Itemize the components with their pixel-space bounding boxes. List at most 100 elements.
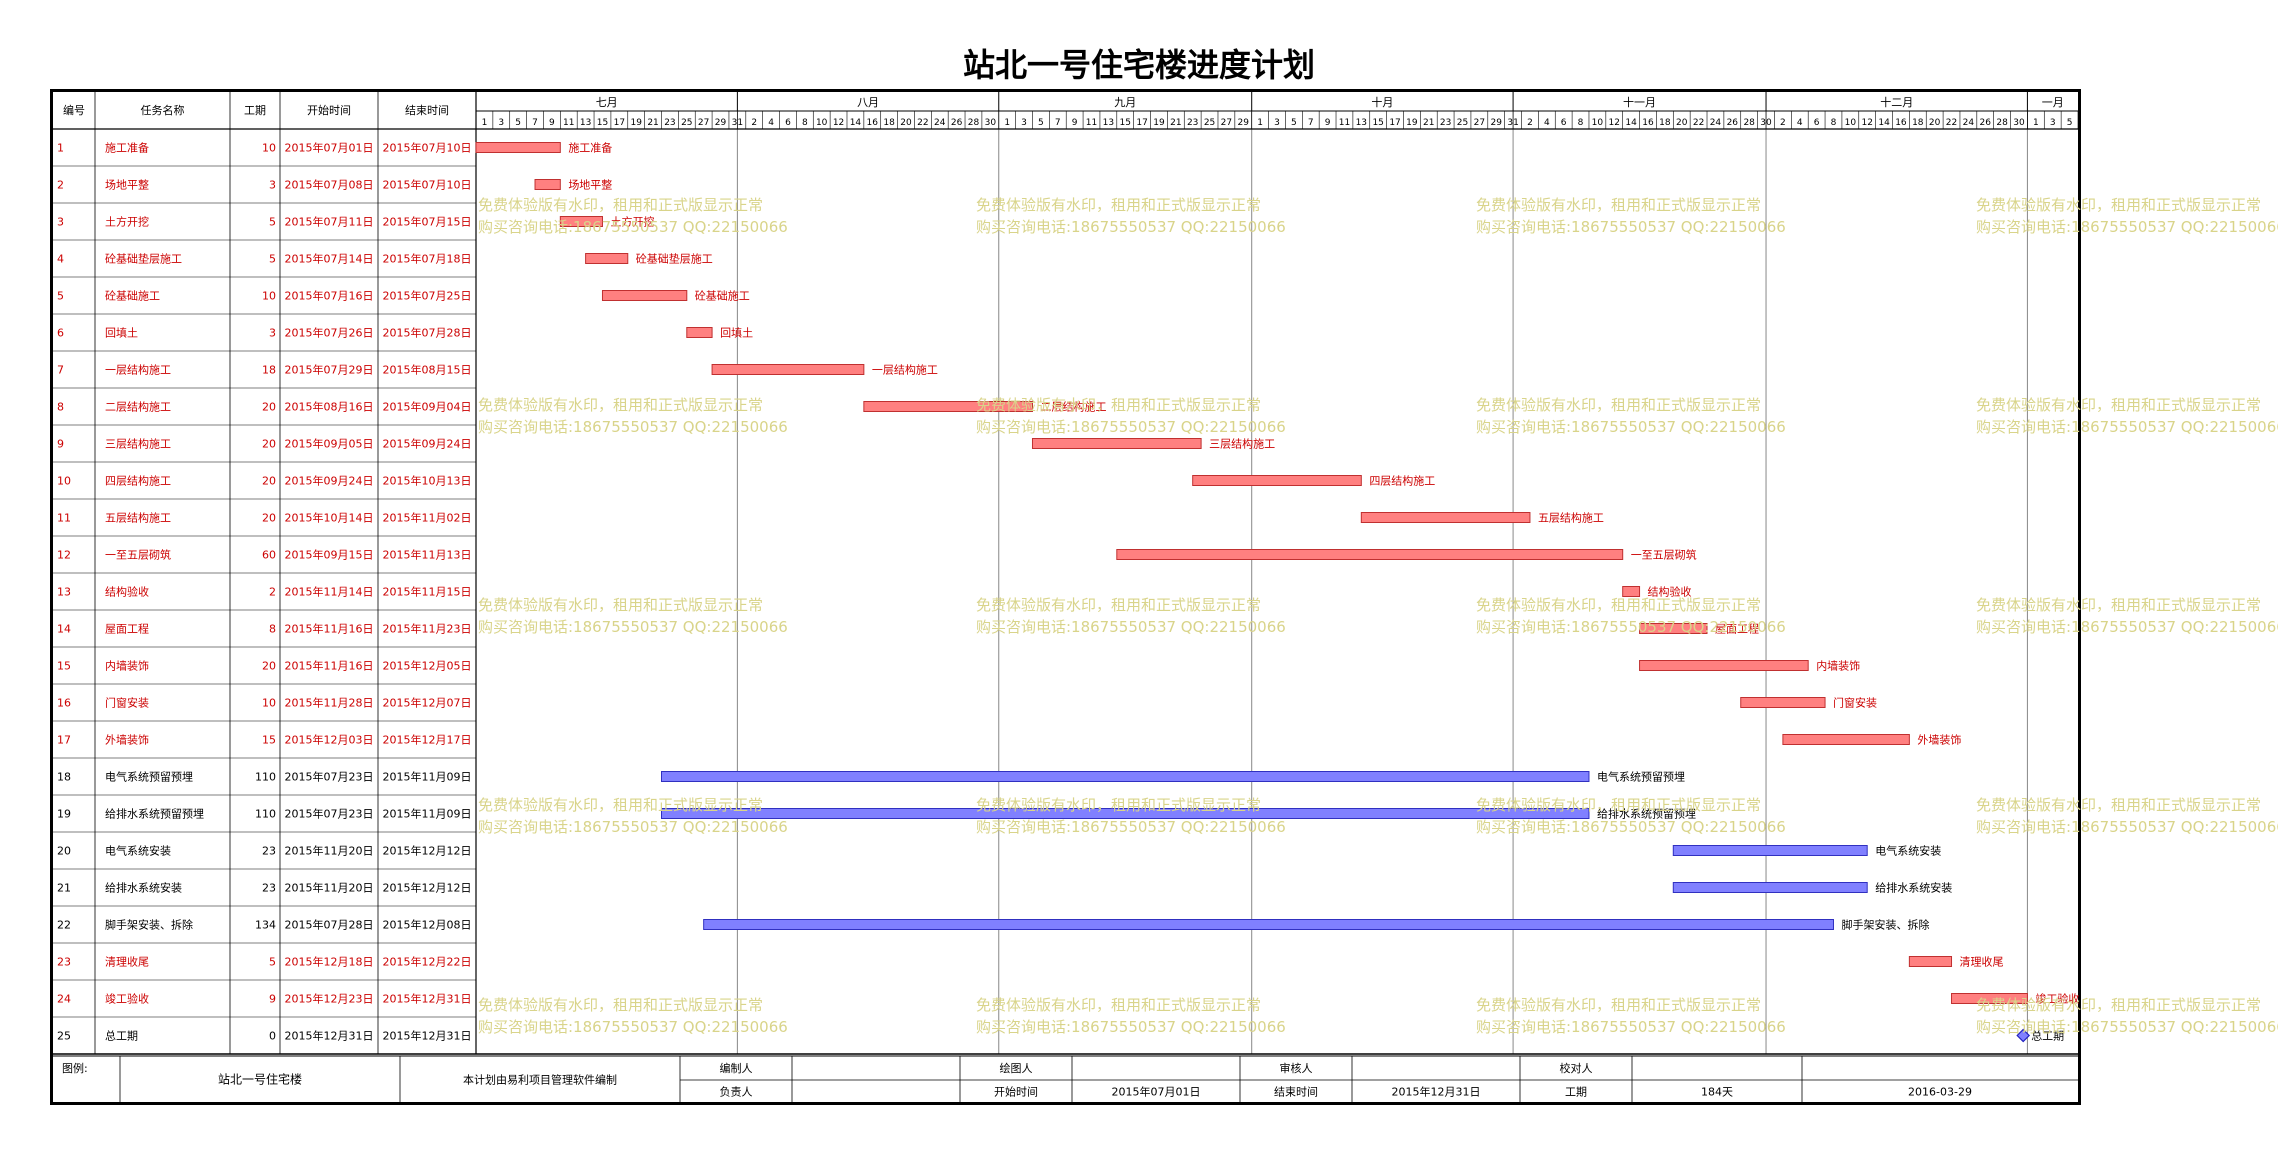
day-label: 18 <box>883 118 895 128</box>
task-id: 17 <box>57 734 71 747</box>
task-start: 2015年07月16日 <box>285 289 374 303</box>
day-label: 14 <box>1625 118 1637 128</box>
task-id: 25 <box>57 1030 71 1043</box>
day-label: 10 <box>816 118 828 128</box>
task-name: 屋面工程 <box>105 623 149 636</box>
day-label: 5 <box>515 118 521 128</box>
day-label: 20 <box>1676 118 1688 128</box>
bar-label: 一层结构施工 <box>872 363 938 377</box>
gantt-bar <box>660 808 1590 819</box>
task-duration: 20 <box>262 438 276 451</box>
task-name: 三层结构施工 <box>105 437 171 451</box>
month-label: 八月 <box>857 96 879 109</box>
task-id: 10 <box>57 475 71 488</box>
footer-cell: 结束时间 <box>1274 1086 1318 1099</box>
day-label: 29 <box>1238 118 1250 128</box>
watermark-text: 免费体验版有水印，租用和正式版显示正常 <box>478 396 763 414</box>
day-label: 2 <box>1780 118 1786 128</box>
month-label: 十月 <box>1371 95 1393 109</box>
day-label: 28 <box>1743 118 1755 128</box>
task-id: 7 <box>57 364 64 377</box>
day-label: 16 <box>867 118 879 128</box>
day-label: 3 <box>1021 118 1027 128</box>
task-start: 2015年12月23日 <box>285 992 374 1006</box>
watermark-text: 免费体验版有水印，租用和正式版显示正常 <box>976 596 1261 614</box>
watermark-text: 购买咨询电话:18675550537 QQ:22150066 <box>1976 218 2278 236</box>
day-label: 15 <box>597 118 608 128</box>
task-end: 2015年07月15日 <box>383 215 472 229</box>
watermark-text: 购买咨询电话:18675550537 QQ:22150066 <box>976 818 1286 836</box>
watermark-text: 免费体验版有水印，租用和正式版显示正常 <box>976 796 1261 814</box>
day-label: 8 <box>1831 118 1837 128</box>
task-end: 2015年11月02日 <box>383 511 472 525</box>
gantt-bar <box>475 142 561 153</box>
task-id: 23 <box>57 956 71 969</box>
bar-label: 砼基础施工 <box>695 290 750 303</box>
gantt-bar <box>1639 660 1809 671</box>
task-name: 清理收尾 <box>105 955 149 969</box>
day-label: 26 <box>1727 118 1739 128</box>
task-duration: 23 <box>262 845 276 858</box>
gantt-bar <box>1360 512 1531 523</box>
watermark-text: 免费体验版有水印，租用和正式版显示正常 <box>1476 596 1761 614</box>
task-duration: 9 <box>269 993 276 1006</box>
task-start: 2015年09月05日 <box>285 437 374 451</box>
gantt-bar <box>660 771 1590 782</box>
day-label: 22 <box>917 118 928 128</box>
task-start: 2015年11月14日 <box>285 585 374 599</box>
watermark-text: 购买咨询电话:18675550537 QQ:22150066 <box>1476 418 1786 436</box>
task-end: 2015年12月05日 <box>383 659 472 673</box>
day-label: 7 <box>1308 118 1314 128</box>
watermark-text: 免费体验版有水印，租用和正式版显示正常 <box>478 996 763 1014</box>
software-note: 本计划由易利项目管理软件编制 <box>463 1073 617 1087</box>
task-name: 场地平整 <box>105 178 149 192</box>
task-id: 22 <box>57 919 71 932</box>
watermark-text: 免费体验版有水印，租用和正式版显示正常 <box>478 196 763 214</box>
column-header: 工期 <box>244 104 266 117</box>
watermark-text: 免费体验版有水印，租用和正式版显示正常 <box>1976 596 2261 614</box>
gantt-bar <box>686 327 713 338</box>
task-duration: 20 <box>262 512 276 525</box>
bar-label: 竣工验收 <box>2035 992 2079 1006</box>
task-name: 电气系统安装 <box>105 844 171 858</box>
footer-cell: 工期 <box>1565 1086 1587 1099</box>
watermark-text: 购买咨询电话:18675550537 QQ:22150066 <box>478 218 788 236</box>
bar-label: 电气系统预留预埋 <box>1597 770 1685 784</box>
day-label: 15 <box>1372 118 1383 128</box>
day-label: 10 <box>1845 118 1857 128</box>
day-label: 8 <box>1578 118 1584 128</box>
bar-label: 内墙装饰 <box>1816 659 1860 673</box>
task-id: 8 <box>57 401 64 414</box>
watermark-text: 购买咨询电话:18675550537 QQ:22150066 <box>478 1018 788 1036</box>
day-label: 13 <box>1103 118 1114 128</box>
day-label: 11 <box>1339 118 1350 128</box>
day-label: 7 <box>1055 118 1061 128</box>
task-name: 回填土 <box>105 326 138 340</box>
task-name: 给排水系统安装 <box>105 881 182 895</box>
task-duration: 2 <box>269 586 276 599</box>
gantt-bar <box>1622 586 1641 597</box>
footer-cell: 校对人 <box>1560 1061 1593 1075</box>
task-end: 2015年07月10日 <box>383 178 472 192</box>
task-name: 脚手架安装、拆除 <box>105 918 193 932</box>
task-id: 24 <box>57 993 71 1006</box>
watermark-text: 免费体验版有水印，租用和正式版显示正常 <box>478 596 763 614</box>
task-name: 总工期 <box>105 1029 138 1043</box>
day-label: 4 <box>1544 118 1550 128</box>
task-end: 2015年10月13日 <box>383 474 472 488</box>
day-label: 22 <box>1946 118 1957 128</box>
watermark-text: 免费体验版有水印，租用和正式版显示正常 <box>1976 196 2261 214</box>
watermark-text: 购买咨询电话:18675550537 QQ:22150066 <box>976 418 1286 436</box>
task-start: 2015年08月16日 <box>285 400 374 414</box>
task-duration: 20 <box>262 401 276 414</box>
day-label: 12 <box>1861 118 1872 128</box>
task-start: 2015年12月03日 <box>285 733 374 747</box>
watermark-text: 免费体验版有水印，租用和正式版显示正常 <box>1476 396 1761 414</box>
